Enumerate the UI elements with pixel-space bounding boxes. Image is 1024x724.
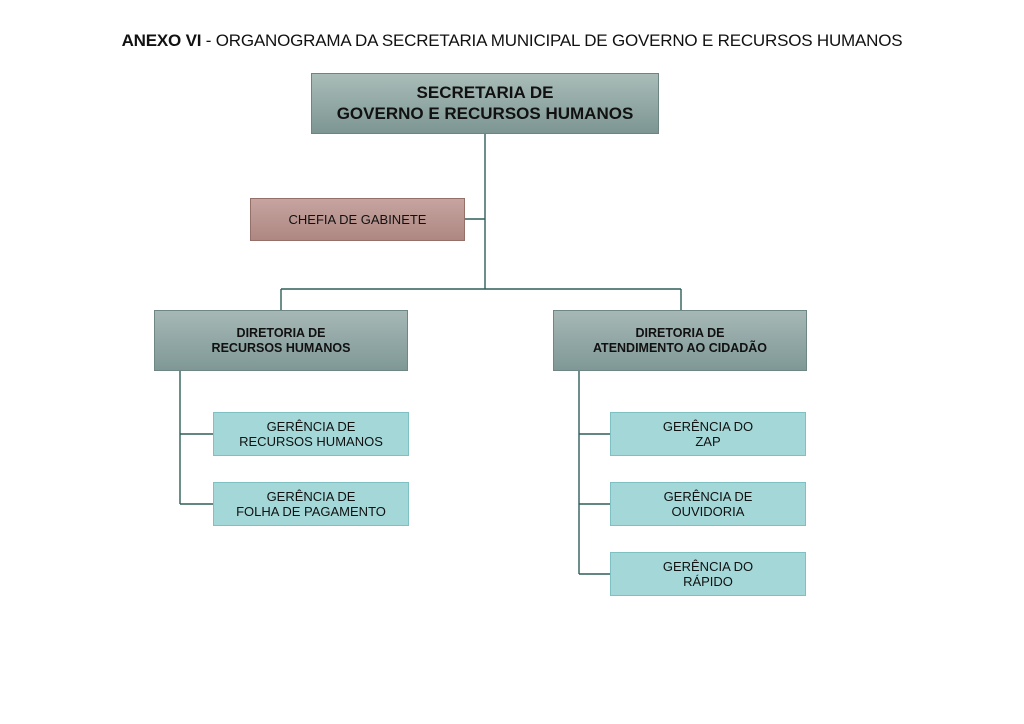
node-gerencia-ouvidoria-label: GERÊNCIA DE OUVIDORIA (663, 488, 753, 519)
node-gerencia-folha-label: GERÊNCIA DE FOLHA DE PAGAMENTO (236, 488, 386, 519)
node-gerencia-rh-label: GERÊNCIA DE RECURSOS HUMANOS (239, 418, 383, 449)
node-gerencia-zap: GERÊNCIA DO ZAP (610, 412, 806, 456)
node-gerencia-folha: GERÊNCIA DE FOLHA DE PAGAMENTO (213, 482, 409, 526)
node-secretaria-label: SECRETARIA DE GOVERNO E RECURSOS HUMANOS (336, 83, 634, 123)
node-gerencia-rh: GERÊNCIA DE RECURSOS HUMANOS (213, 412, 409, 456)
node-gerencia-rapido: GERÊNCIA DO RÁPIDO (610, 552, 806, 596)
node-chefia-gabinete: CHEFIA DE GABINETE (250, 198, 465, 241)
node-secretaria: SECRETARIA DE GOVERNO E RECURSOS HUMANOS (311, 73, 659, 134)
node-gerencia-zap-label: GERÊNCIA DO ZAP (662, 418, 754, 449)
node-diretoria-rh: DIRETORIA DE RECURSOS HUMANOS (154, 310, 408, 371)
node-gerencia-rapido-label: GERÊNCIA DO RÁPIDO (662, 558, 754, 589)
node-diretoria-atendimento-label: DIRETORIA DE ATENDIMENTO AO CIDADÃO (592, 325, 768, 355)
node-chefia-label: CHEFIA DE GABINETE (288, 211, 427, 227)
page-title: ANEXO VI - ORGANOGRAMA DA SECRETARIA MUN… (0, 31, 1024, 51)
title-prefix: ANEXO VI (121, 31, 202, 50)
node-diretoria-rh-label: DIRETORIA DE RECURSOS HUMANOS (211, 325, 351, 355)
title-text: - ORGANOGRAMA DA SECRETARIA MUNICIPAL DE… (201, 31, 903, 50)
node-gerencia-ouvidoria: GERÊNCIA DE OUVIDORIA (610, 482, 806, 526)
node-diretoria-atendimento: DIRETORIA DE ATENDIMENTO AO CIDADÃO (553, 310, 807, 371)
